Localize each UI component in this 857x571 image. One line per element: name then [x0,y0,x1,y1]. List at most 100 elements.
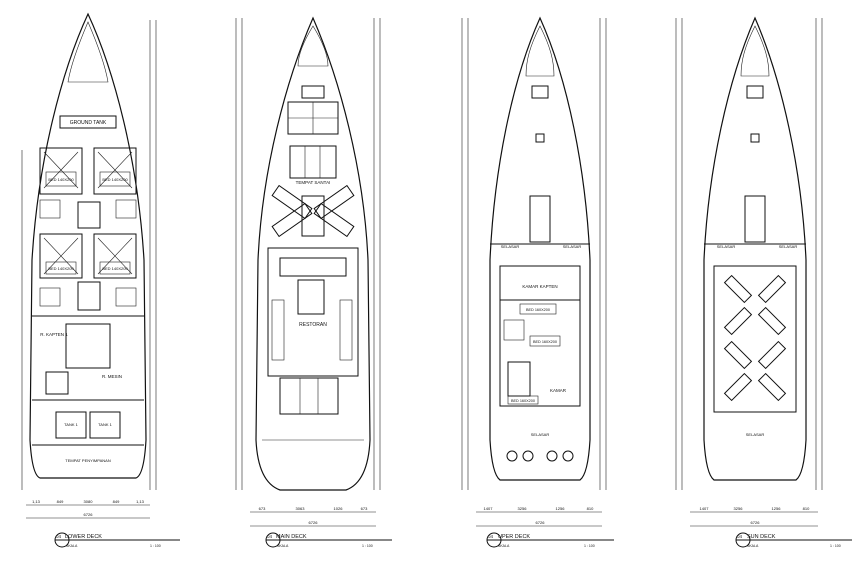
bath-aft [39,287,61,307]
hull-outline [255,16,371,491]
scale-value: 1 : 100 [362,544,373,548]
stair-restaurant [297,279,325,315]
selasar-r: SELASAR [563,244,582,249]
scale-value: 1 : 100 [584,544,595,548]
cabins-aft [39,233,137,279]
deck-sun: SELASAR SELASAR SELASAR 1407 3256 1256 8… [675,16,852,548]
dim-3: 3080 [84,499,94,504]
dim-4: 849 [113,499,120,504]
deck-title: MAIN DECK [276,534,307,540]
ground-tank-label: GROUND TANK [70,120,107,126]
tempat-santai-label: TEMPAT SANTAI [296,180,331,185]
bed-1 [519,303,557,315]
hatch-small [301,85,325,99]
dim-1: 1407 [484,506,494,511]
cabins-fore [39,147,137,195]
bed-a [45,171,77,187]
tables-r [339,299,353,361]
deck-upper: SELASAR SELASAR KAMAR KAPTEN BED 160X200… [461,16,614,548]
dim-3: 1026 [334,506,344,511]
bath-aft-r [115,287,137,307]
selasar-l: SELASAR [717,244,736,249]
cabin-block [499,265,581,407]
dim-4: 810 [803,506,810,511]
sun-loungers [723,274,787,402]
bed-c [45,261,77,275]
aft-seats [506,450,574,462]
bed-b-label: BED 140X200 [102,177,128,182]
dim-3: 1256 [556,506,566,511]
dim-2: 849 [57,499,64,504]
bath-fore [39,199,61,219]
hull-outline [29,12,147,479]
stair-engine [45,371,69,395]
dim-4: 673 [361,506,368,511]
dim-3: 1256 [772,506,782,511]
restoran-label: RESTORAN [299,322,327,328]
bow-hatch [740,25,770,77]
tank-b-label: TANK 1 [98,422,112,427]
bath-fore-r [115,199,137,219]
selasar-aft: SELASAR [531,432,550,437]
bow-hatch [525,25,555,77]
hull-outline [703,16,807,481]
tables [271,299,285,361]
drawing-number: 04 [737,534,743,539]
scale-word: SKALA [498,544,510,548]
dim-1: 1407 [700,506,710,511]
hatch [531,85,549,99]
bar-counter [279,257,347,277]
stair-upper [529,195,551,243]
bed-c-label: BED 140X200 [48,266,74,271]
overall-dim: 6726 [751,520,761,525]
deck-lower: GROUND TANK BED 140X200 BED 140X200 BED … [21,12,180,548]
deck-main: TEMPAT SANTAI RESTORAN 673 3063 1026 673 [235,16,392,548]
scale-word: SKALA [747,544,759,548]
dim-4: 810 [587,506,594,511]
scale-value: 1 : 100 [830,544,841,548]
drawing-number: 04 [56,534,62,539]
scale-word: SKALA [66,544,78,548]
selasar-l: SELASAR [501,244,520,249]
hull-outline [489,16,591,481]
mesin-label: R. MESIN [102,374,122,379]
overall-dim: 6726 [84,512,94,517]
scale-word: SKALA [277,544,289,548]
galley [279,377,339,415]
deck-title: SUN DECK [747,534,776,540]
vent [535,133,545,143]
tempat-label: TEMPAT PENYIMPANAN [65,458,111,463]
stair-main [301,195,325,237]
dim-2: 3256 [734,506,744,511]
vent [750,133,760,143]
bow-hatch [67,21,109,83]
bed-3 [507,395,539,405]
dim-1: 1,13 [32,499,41,504]
bed-d [99,261,131,275]
dim-2: 3256 [518,506,528,511]
bed-d-label: BED 140X200 [102,266,128,271]
windows-mid [289,145,337,179]
stair-sun [744,195,766,243]
bed-2-label: BED 160X200 [533,340,557,344]
kamar-label: KAMAR [550,388,567,393]
drawing-number: 04 [267,534,273,539]
dim-1: 673 [259,506,266,511]
bed-2 [529,335,561,347]
kapten-label: R. KAPTEN 1 [40,332,68,337]
selasar-r: SELASAR [779,244,798,249]
engine-block [65,323,111,369]
bed-3-label: BED 160X200 [511,399,535,403]
stair-fore [77,201,101,229]
tank-b [89,411,121,439]
stair-cabin [507,361,531,397]
drawing-number: 04 [488,534,494,539]
bed-a-label: BED 140X200 [48,177,74,182]
overall-dim: 6726 [309,520,319,525]
dim-2: 3063 [296,506,306,511]
stair-mid [77,281,101,311]
bed-1-label: BED 160X200 [526,308,550,312]
restaurant [267,247,359,377]
bath [503,319,525,341]
deck-title: UPER DECK [498,534,530,540]
